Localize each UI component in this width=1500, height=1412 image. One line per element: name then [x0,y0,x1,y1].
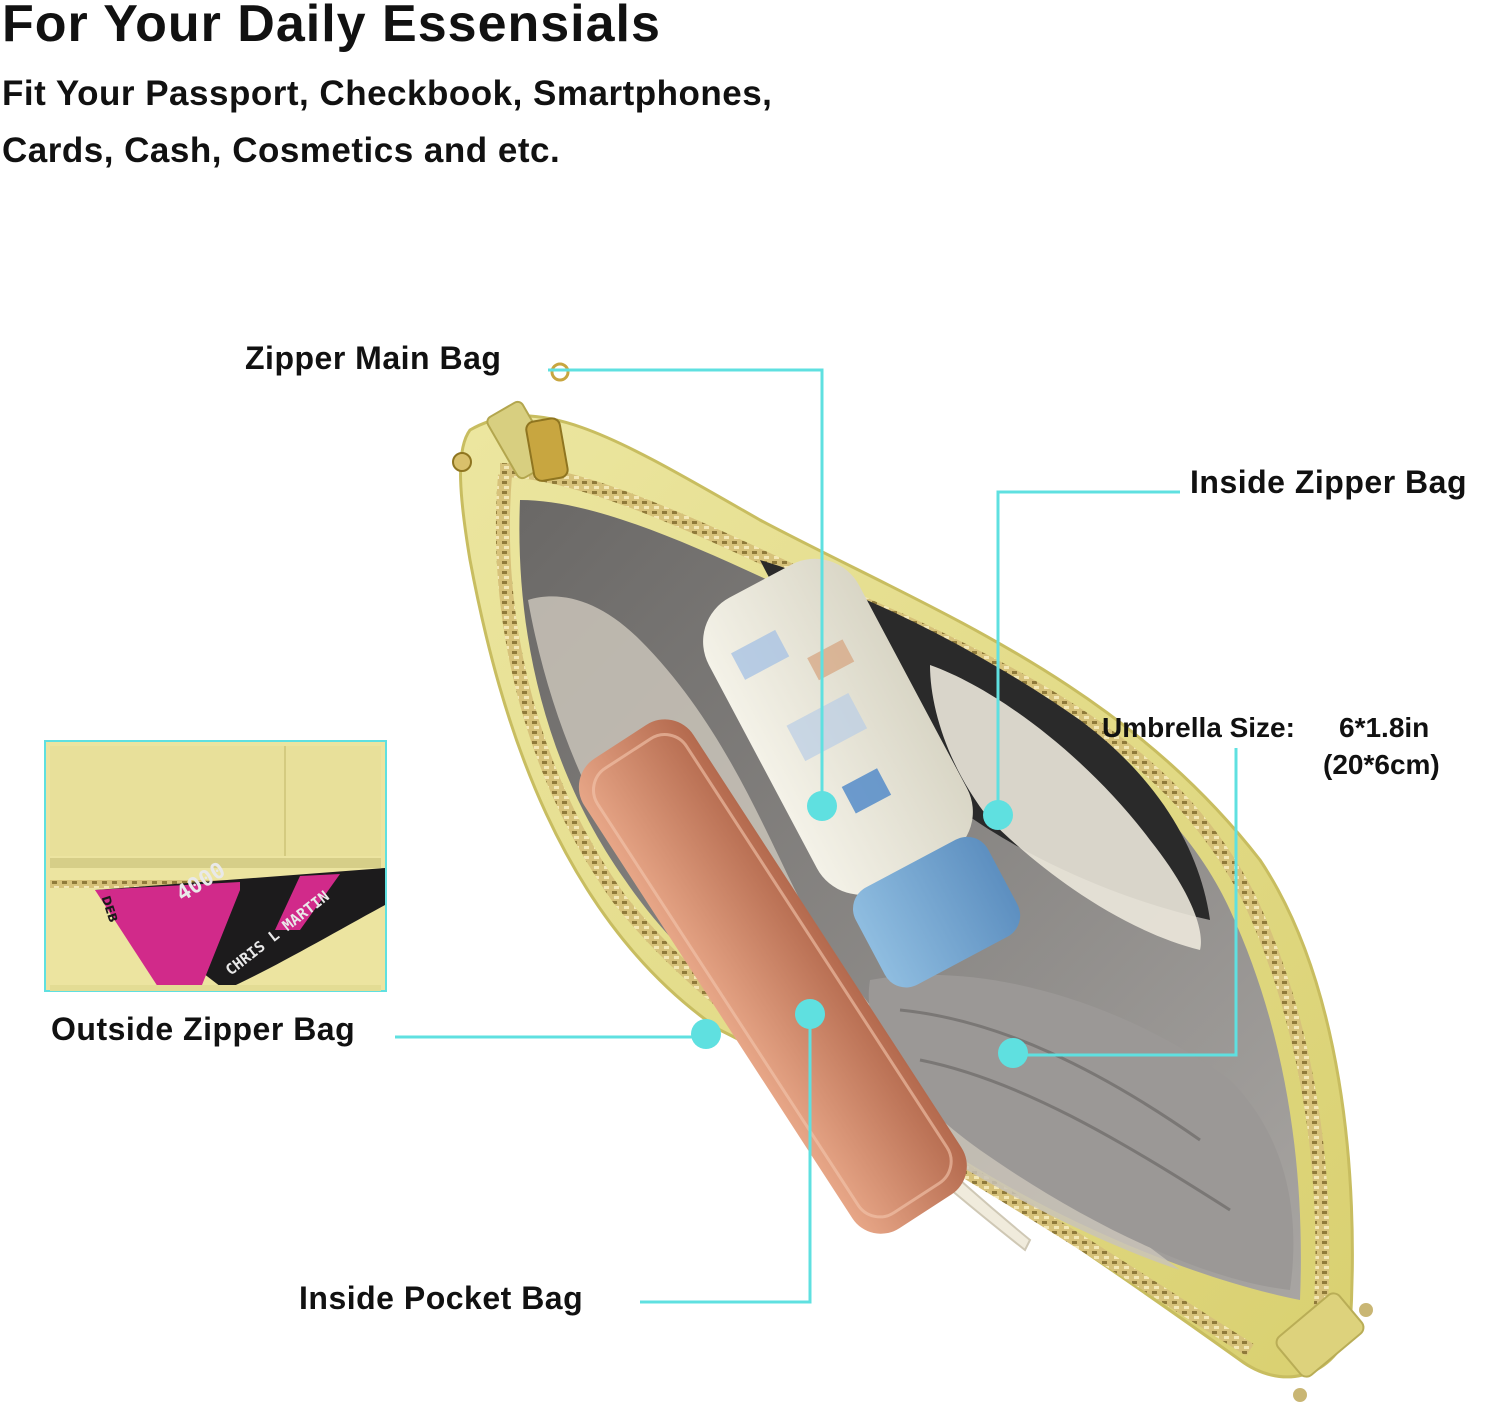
outside-pocket-inset [44,740,387,992]
page-title: For Your Daily Essensials [2,0,661,53]
subtitle-line-2: Cards, Cash, Cosmetics and etc. [2,131,561,170]
subtitle-line-1: Fit Your Passport, Checkbook, Smartphone… [2,74,773,113]
callout-lines [395,368,1238,1304]
zipper-pull-top [452,362,570,482]
umbrella-size-label: Umbrella Size: [1102,712,1295,743]
sunscreen-bottle [703,558,1021,988]
inside-zipper-bag-label: Inside Zipper Bag [1190,464,1467,500]
umbrella-size-inches: 6*1.8in [1339,712,1430,743]
callout-dots [691,791,1028,1068]
umbrella-size-cm: (20*6cm) [1323,749,1440,780]
smartphone [578,719,967,1234]
zipper-main-bag-label: Zipper Main Bag [245,340,502,376]
strap-tab-bottom [1275,1292,1373,1402]
zipper-top [499,463,1330,1321]
outside-zipper-bag-label: Outside Zipper Bag [51,1011,356,1047]
inside-pocket-bag-label: Inside Pocket Bag [299,1280,584,1316]
